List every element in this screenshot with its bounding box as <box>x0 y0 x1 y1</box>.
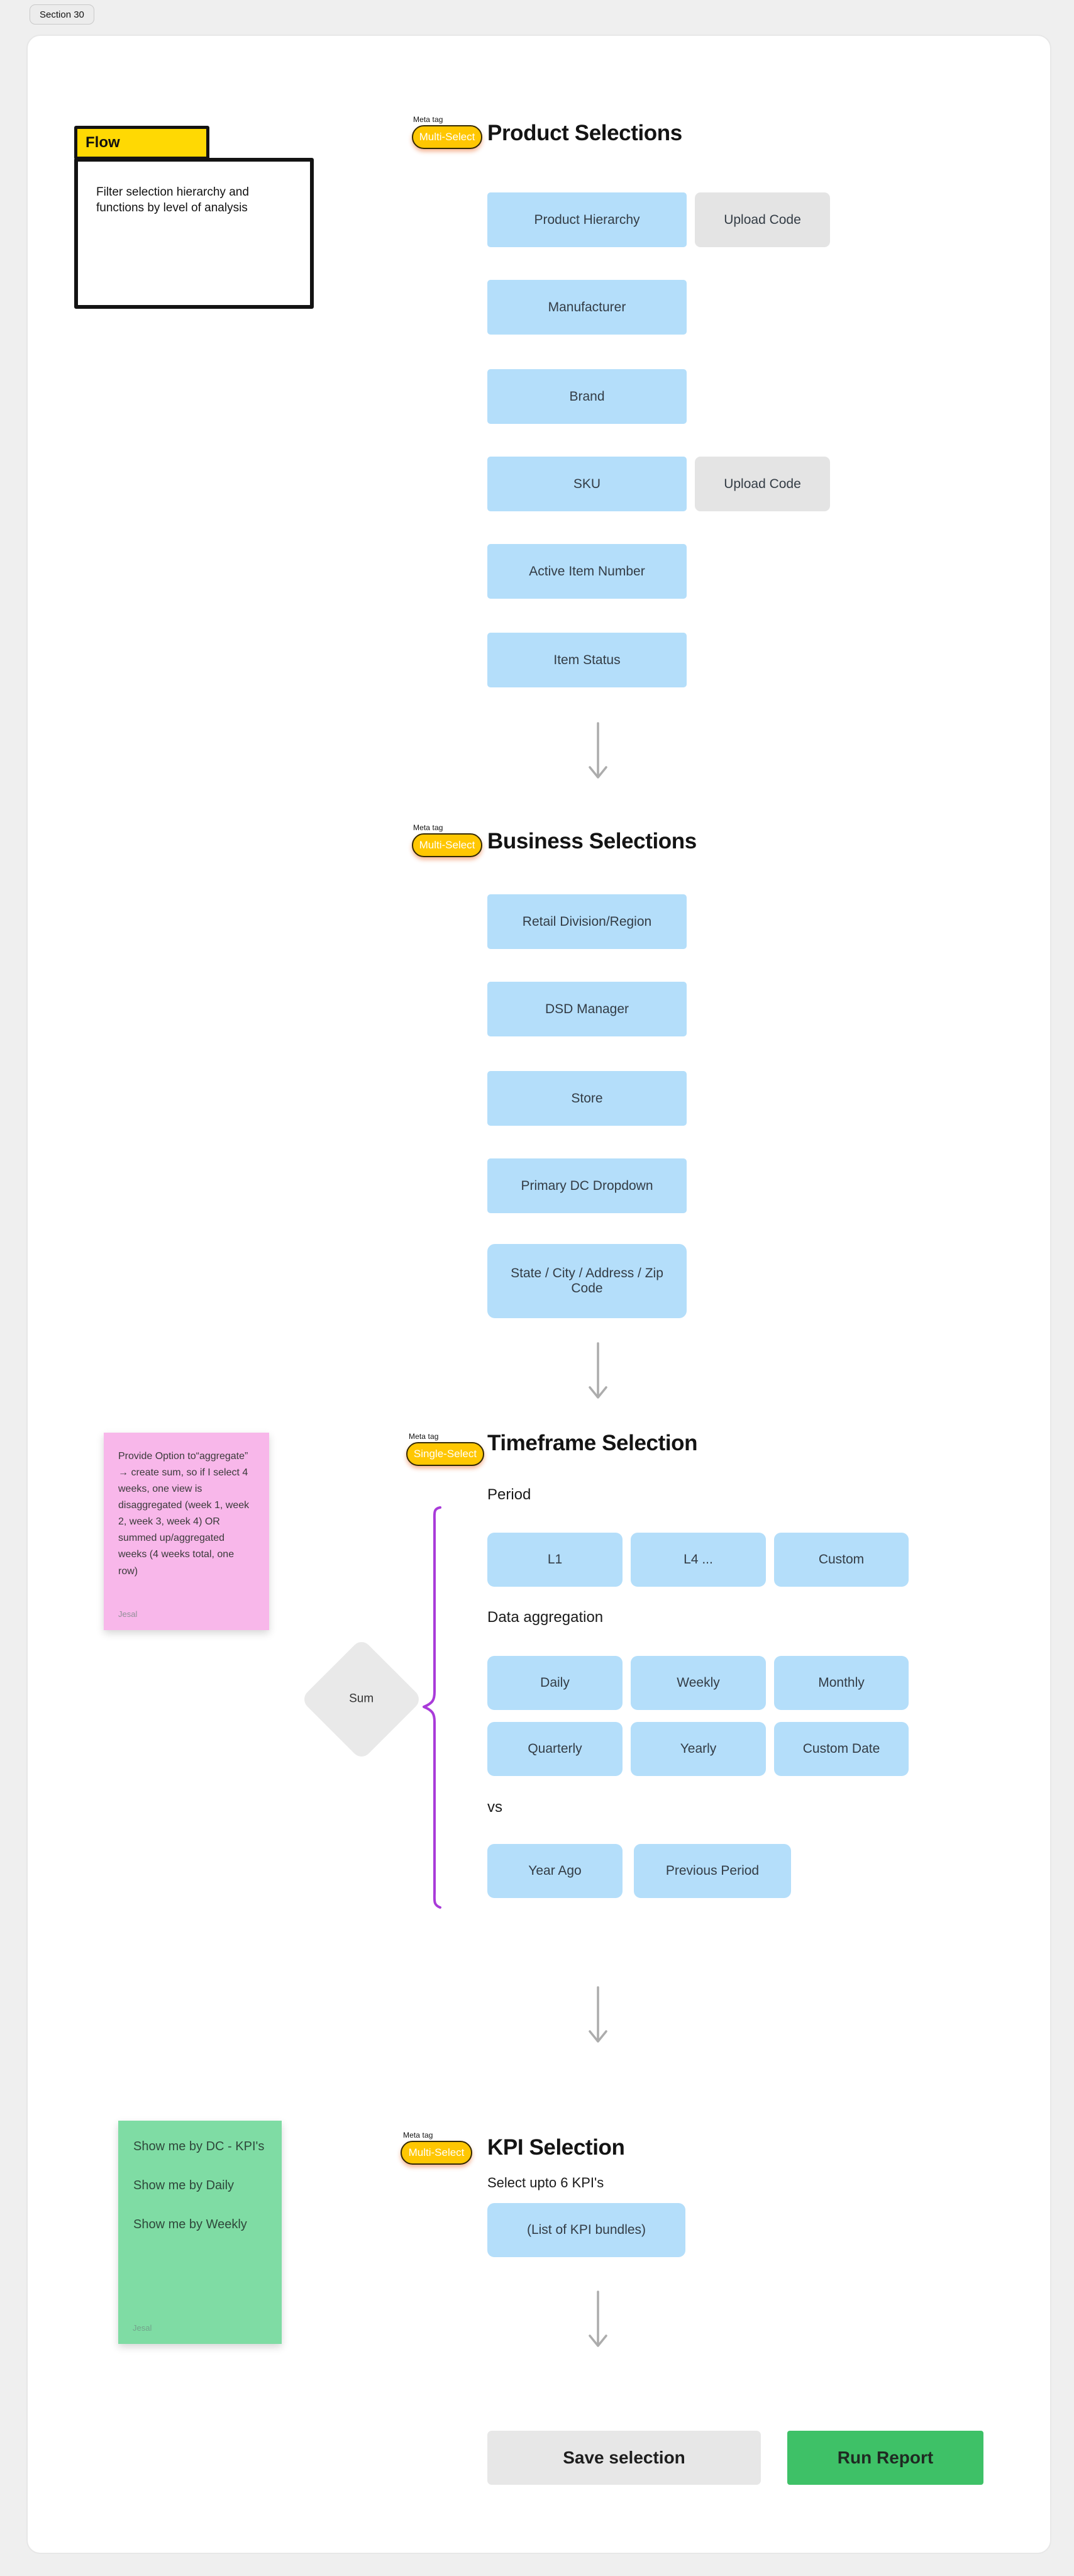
flow-arrow-4-icon <box>589 2290 607 2347</box>
vs-label: vs <box>487 1799 502 1816</box>
curly-brace-icon <box>423 1506 441 1909</box>
button-state-city-address-zip[interactable]: State / City / Address / Zip Code <box>487 1244 687 1318</box>
save-selection-button[interactable]: Save selection <box>487 2431 761 2485</box>
meta-tag-label: Meta tag <box>403 2131 433 2140</box>
button-daily[interactable]: Daily <box>487 1656 623 1710</box>
meta-tag-label: Meta tag <box>413 115 443 124</box>
button-monthly[interactable]: Monthly <box>774 1656 909 1710</box>
button-upload-code-2[interactable]: Upload Code <box>695 457 830 511</box>
button-custom[interactable]: Custom <box>774 1533 909 1587</box>
timeframe-selection-title: Timeframe Selection <box>487 1431 698 1455</box>
button-brand[interactable]: Brand <box>487 369 687 424</box>
kpi-selection-title: KPI Selection <box>487 2135 625 2160</box>
button-kpi-bundles[interactable]: (List of KPI bundles) <box>487 2203 685 2257</box>
button-dsd-manager[interactable]: DSD Manager <box>487 982 687 1036</box>
meta-tag-label: Meta tag <box>409 1432 439 1441</box>
product-selections-title: Product Selections <box>487 121 682 145</box>
data-aggregation-label: Data aggregation <box>487 1609 604 1626</box>
button-custom-date[interactable]: Custom Date <box>774 1722 909 1776</box>
button-sku[interactable]: SKU <box>487 457 687 511</box>
button-weekly[interactable]: Weekly <box>631 1656 766 1710</box>
sticky-note-author: Jesal <box>118 1609 138 1619</box>
flow-legend-text: Filter selection hierarchy and functions… <box>96 186 249 215</box>
green-sticky-note[interactable]: Show me by DC - KPI's Show me by Daily S… <box>118 2121 282 2344</box>
flow-arrow-2-icon <box>589 1342 607 1399</box>
button-active-item-number[interactable]: Active Item Number <box>487 544 687 599</box>
button-upload-code-1[interactable]: Upload Code <box>695 192 830 247</box>
business-meta-pill: Multi-Select <box>412 833 482 857</box>
sticky-note-line: Show me by DC - KPI's <box>133 2140 265 2153</box>
sticky-note-author: Jesal <box>133 2323 152 2333</box>
button-manufacturer[interactable]: Manufacturer <box>487 280 687 335</box>
business-selections-title: Business Selections <box>487 829 697 853</box>
run-report-button[interactable]: Run Report <box>787 2431 983 2485</box>
sticky-note-line: Show me by Weekly <box>133 2218 247 2231</box>
button-previous-period[interactable]: Previous Period <box>634 1844 791 1898</box>
flow-legend-box[interactable] <box>74 158 314 309</box>
button-yearly[interactable]: Yearly <box>631 1722 766 1776</box>
button-quarterly[interactable]: Quarterly <box>487 1722 623 1776</box>
sum-diamond-label: Sum <box>349 1692 374 1706</box>
meta-tag-label: Meta tag <box>413 823 443 832</box>
button-primary-dc-dropdown[interactable]: Primary DC Dropdown <box>487 1158 687 1213</box>
section-label[interactable]: Section 30 <box>30 4 94 25</box>
timeframe-meta-pill: Single-Select <box>406 1442 484 1466</box>
button-item-status[interactable]: Item Status <box>487 633 687 687</box>
kpi-subtitle: Select upto 6 KPI's <box>487 2175 604 2190</box>
flow-legend-tab[interactable]: Flow <box>74 126 209 160</box>
sticky-note-line: Show me by Daily <box>133 2179 235 2192</box>
sticky-note-text: Provide Option to“aggregate” → create su… <box>118 1451 250 1577</box>
button-l4[interactable]: L4 ... <box>631 1533 766 1587</box>
button-product-hierarchy[interactable]: Product Hierarchy <box>487 192 687 247</box>
period-label: Period <box>487 1486 531 1503</box>
button-l1[interactable]: L1 <box>487 1533 623 1587</box>
flow-arrow-1-icon <box>589 722 607 779</box>
product-meta-pill: Multi-Select <box>412 125 482 149</box>
button-year-ago[interactable]: Year Ago <box>487 1844 623 1898</box>
flow-arrow-3-icon <box>589 1986 607 2043</box>
kpi-meta-pill: Multi-Select <box>401 2141 472 2165</box>
button-retail-division-region[interactable]: Retail Division/Region <box>487 894 687 949</box>
button-store[interactable]: Store <box>487 1071 687 1126</box>
pink-sticky-note[interactable]: Provide Option to“aggregate” → create su… <box>104 1433 269 1630</box>
